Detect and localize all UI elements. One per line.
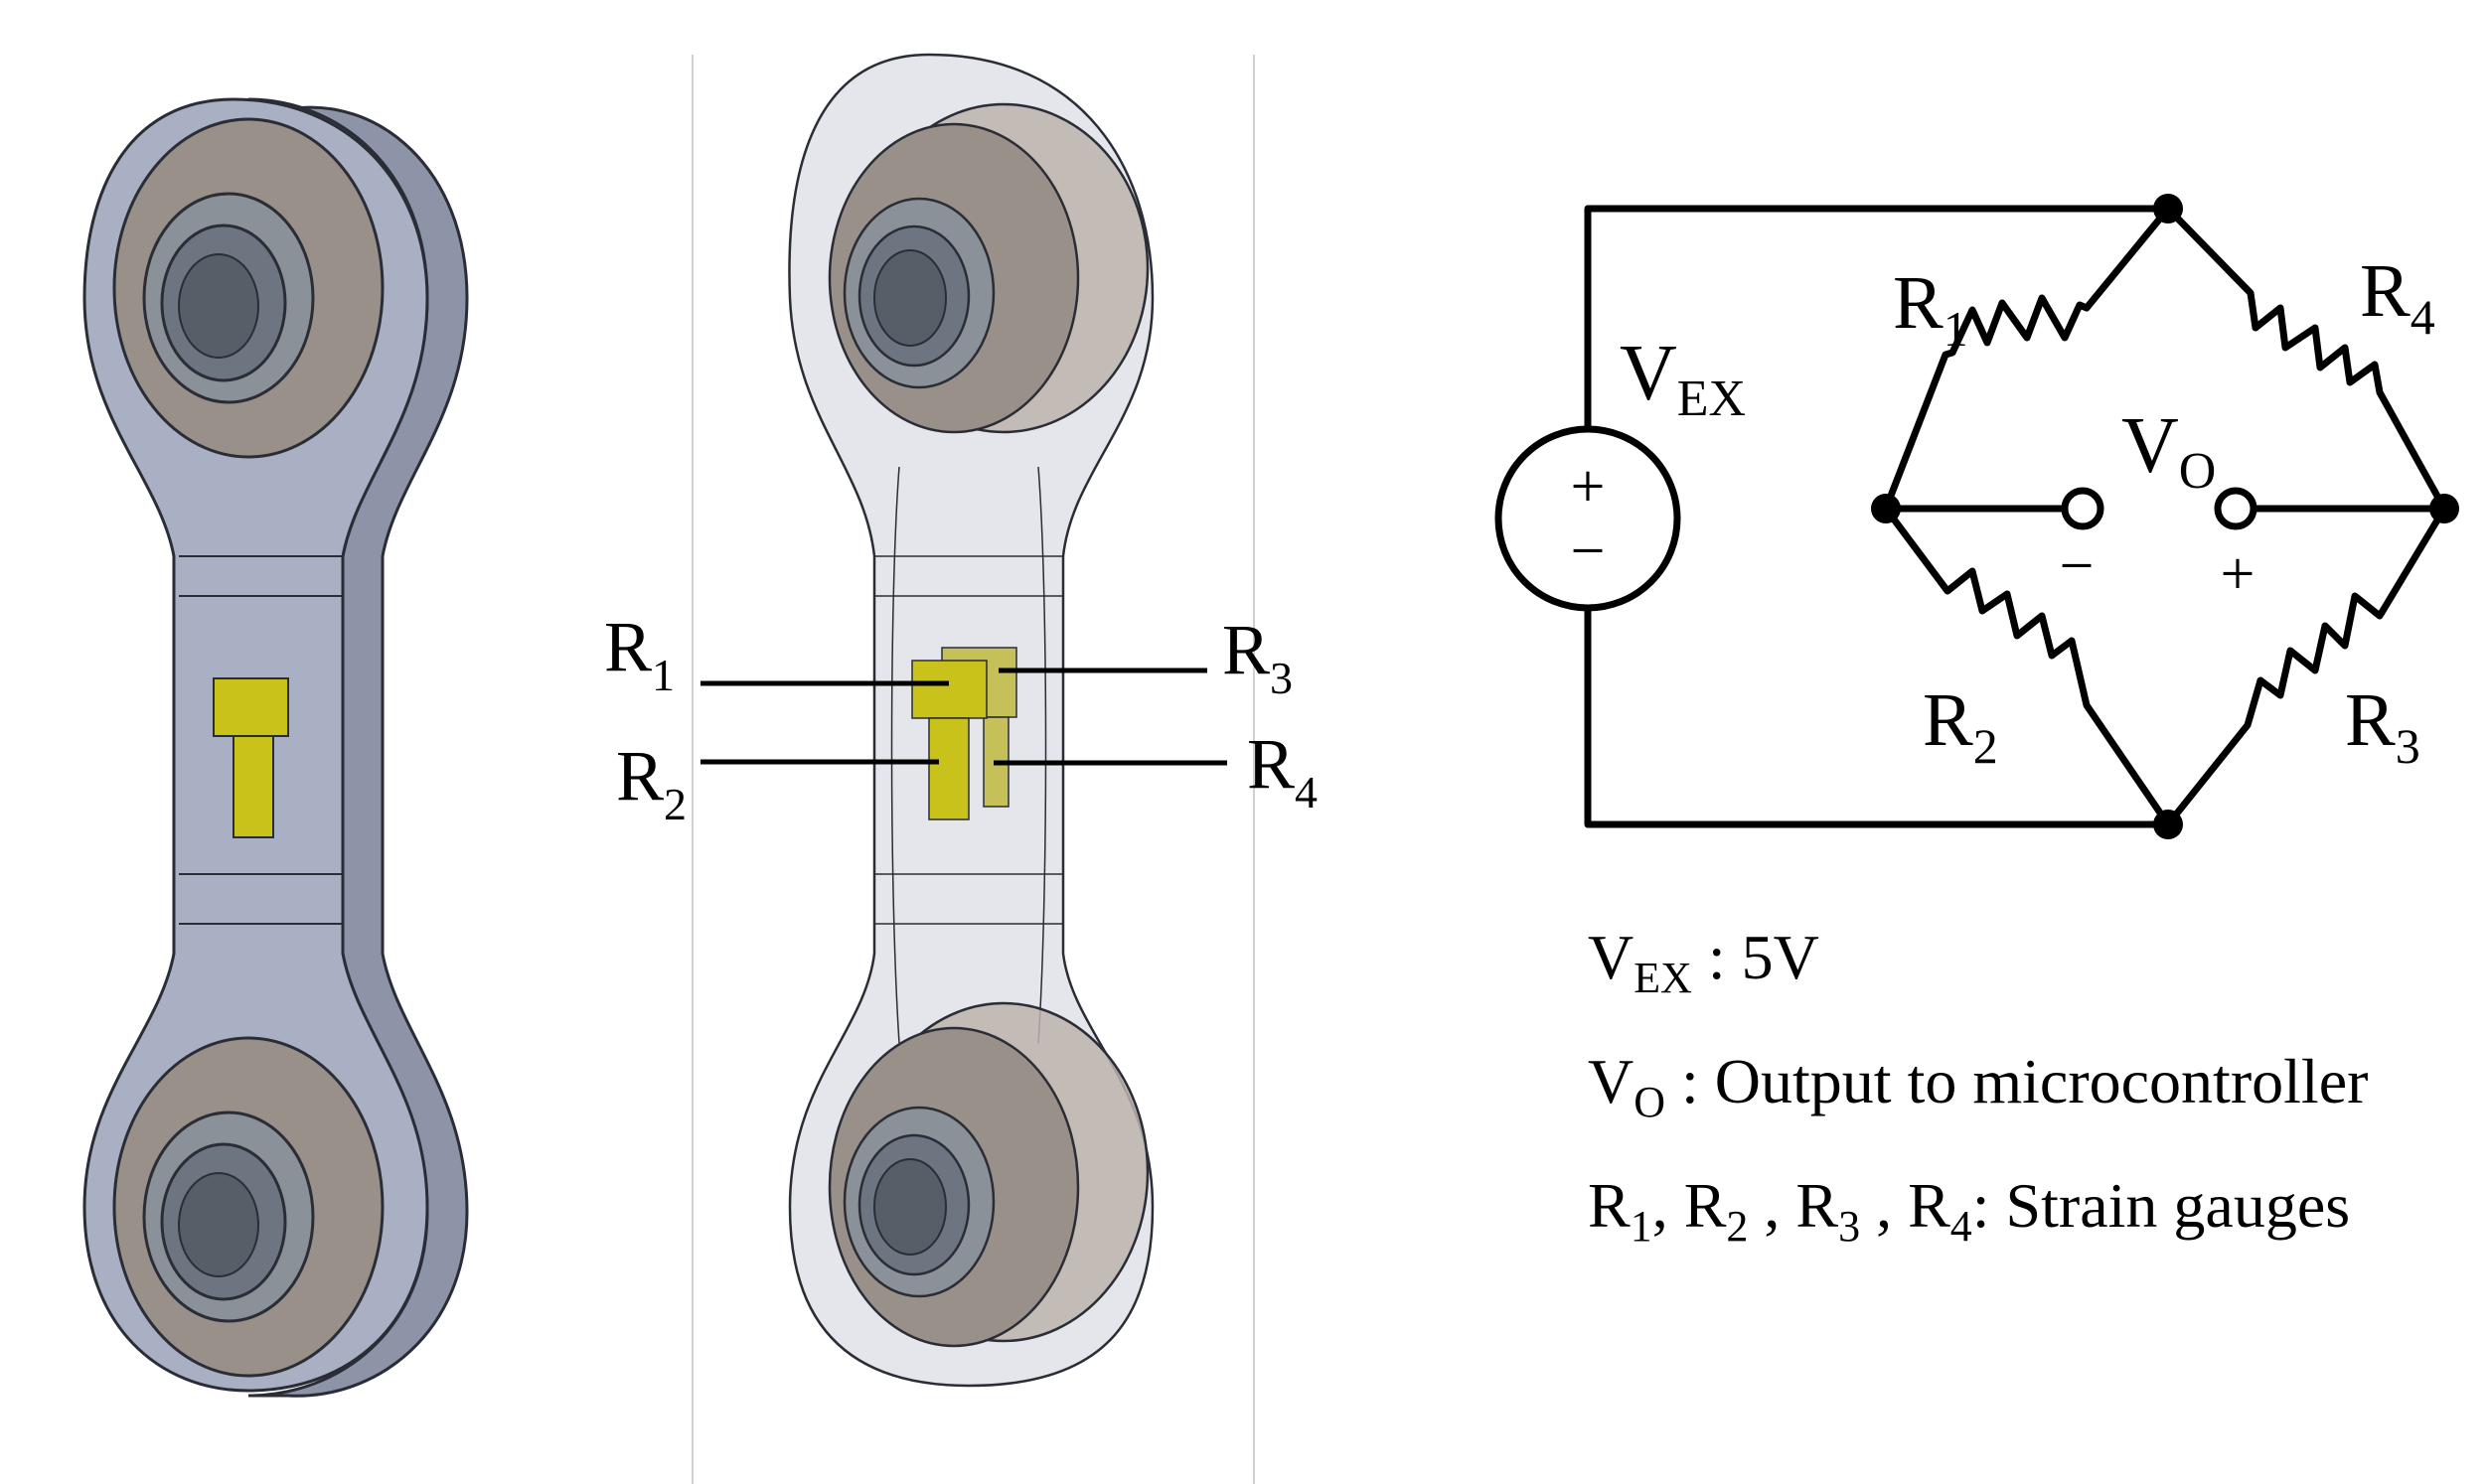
resistor-r3 [2164, 505, 2448, 828]
label-r4: R4 [1247, 724, 1318, 817]
output-plus: + [2221, 540, 2256, 608]
bridge-nodes [1871, 194, 2459, 839]
voltage-source [1494, 425, 1681, 612]
node-right [2429, 494, 2459, 523]
label-r2: R2 [616, 736, 687, 829]
gauge-front-r2 [928, 717, 970, 820]
node-left [1871, 494, 1901, 523]
wheatstone-bridge [1494, 205, 2448, 828]
label-circuit-r4: R4 [2360, 249, 2435, 345]
source-minus: − [1571, 518, 1606, 585]
terminal-neg [2061, 487, 2104, 530]
legend-vo: VO : Output to microcontroller [1588, 1046, 2368, 1126]
resistor-r1 [1882, 205, 2172, 513]
legend: VEX : 5V VO : Output to microcontroller … [1588, 922, 2368, 1251]
output-minus: − [2060, 532, 2095, 600]
gauge-front-r1 [911, 660, 988, 719]
top-bearing [112, 117, 385, 459]
label-vex: VEX [1620, 330, 1746, 427]
node-top [2153, 194, 2183, 223]
terminal-pos [2214, 487, 2257, 530]
legend-vex: VEX : 5V [1588, 922, 1819, 1002]
legend-gauges: R1, R2 , R3 , R4: Strain gauges [1588, 1170, 2350, 1251]
label-circuit-r1: R1 [1893, 261, 1968, 357]
transparent-link-model: R1 R2 R3 R4 [604, 53, 1318, 1388]
solid-link-model [82, 97, 469, 1398]
top-bearing [828, 102, 1150, 434]
node-bottom [2153, 810, 2183, 839]
bottom-bearing [828, 1001, 1150, 1348]
wire-top [1584, 205, 2172, 433]
label-circuit-r2: R2 [1923, 678, 1998, 774]
edge-line [890, 466, 1047, 1044]
wire-bottom [1584, 604, 2172, 828]
resistor-r4 [2164, 205, 2448, 513]
label-r1: R1 [604, 607, 675, 700]
label-vo: VO [2121, 402, 2216, 500]
resistor-r2 [1882, 505, 2172, 828]
label-circuit-r3: R3 [2345, 678, 2420, 774]
bottom-bearing [112, 1036, 385, 1378]
strain-gauges [911, 647, 1017, 820]
source-plus: + [1571, 453, 1606, 520]
strain-gauge [213, 677, 289, 838]
label-r3: R3 [1222, 610, 1293, 703]
edge-line [874, 555, 1063, 925]
